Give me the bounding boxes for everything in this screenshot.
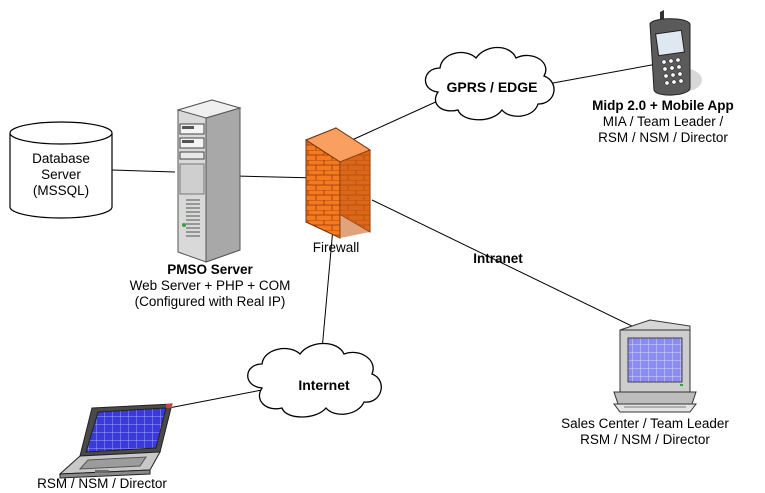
laptop-icon: [58, 403, 173, 479]
pmso-server-title: PMSO Server: [167, 262, 253, 277]
internet-label: Internet: [298, 377, 350, 393]
gprs-edge-label: GPRS / EDGE: [446, 79, 538, 95]
firewall-to-internet-link: [321, 227, 334, 351]
mobile-line-2: RSM / NSM / Director: [598, 130, 728, 145]
pmso-server-label: PMSO Server Web Server + PHP + COM (Conf…: [85, 262, 335, 310]
pmso-server-line-2: (Configured with Real IP): [134, 294, 286, 309]
sales-center-line-1: Sales Center / Team Leader: [561, 416, 729, 431]
database-label-line-3: (MSSQL): [32, 183, 90, 198]
desktop-computer-icon: [613, 319, 697, 413]
connection-lines: [111, 61, 669, 413]
gprs-edge-cloud-icon: [424, 46, 555, 121]
firewall-to-gprs-link: [351, 99, 441, 141]
firewall-icon: [304, 127, 372, 239]
db-to-server-link: [111, 169, 176, 173]
database-server-label: Database Server (MSSQL): [14, 151, 108, 199]
server-to-firewall-link: [235, 175, 319, 179]
gprs-to-mobile-link: [541, 61, 669, 86]
mobile-title: Midp 2.0 + Mobile App: [592, 98, 734, 113]
pmso-server-line-1: Web Server + PHP + COM: [129, 278, 291, 293]
database-label-line-2: Server: [41, 167, 81, 182]
firewall-label: Firewall: [312, 240, 360, 255]
mobile-line-1: MIA / Team Leader /: [602, 114, 724, 129]
laptop-user-label: RSM / NSM / Director: [37, 476, 167, 491]
firewall-to-sales-center-link: [371, 199, 641, 331]
mobile-user-label: Midp 2.0 + Mobile App MIA / Team Leader …: [563, 98, 763, 146]
intranet-label: Intranet: [473, 251, 523, 266]
database-icon: [9, 121, 113, 219]
server-tower-icon: [176, 99, 242, 263]
internet-cloud-icon: [247, 342, 382, 418]
sales-center-label: Sales Center / Team Leader RSM / NSM / D…: [530, 416, 760, 448]
database-label-line-1: Database: [32, 151, 90, 166]
mobile-phone-icon: [649, 10, 702, 96]
sales-center-line-2: RSM / NSM / Director: [580, 432, 710, 447]
